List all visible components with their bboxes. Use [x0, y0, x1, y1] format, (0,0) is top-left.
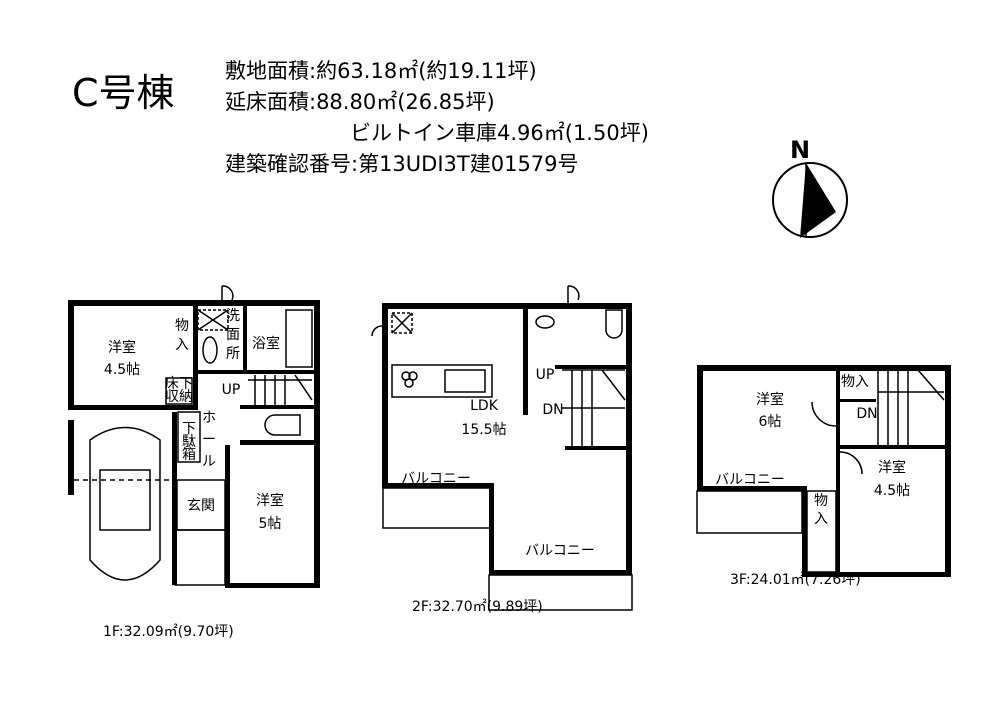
- header: C号棟 敷地面積:約63.18㎡(約19.11坪) 延床面積:88.80㎡(26…: [72, 59, 649, 176]
- closet-label: 入: [175, 337, 189, 353]
- building-title: C号棟: [72, 71, 175, 115]
- ldk-label: LDK: [470, 398, 499, 414]
- site-area: 敷地面積:約63.18㎡(約19.11坪): [225, 59, 537, 83]
- closet-label: 物入: [841, 374, 869, 390]
- room-label: 洋室: [878, 459, 906, 476]
- floor-1-plan: 洋室 4.5帖 物 入 洗 面 所 浴室 床下 収納 UP ホ ー ル 下 駄 …: [68, 285, 320, 640]
- washroom-label: 洗: [226, 308, 240, 324]
- room-size: 6帖: [759, 414, 782, 430]
- stairs-down-label: DN: [856, 406, 877, 422]
- room-label: 洋室: [756, 391, 784, 408]
- balcony-label: バルコニー: [401, 471, 471, 487]
- balcony-label: バルコニー: [715, 472, 785, 488]
- permit-number: 建築確認番号:第13UDI3T建01579号: [225, 152, 579, 176]
- hall-label: ル: [202, 454, 216, 470]
- stairs-down-label: DN: [542, 402, 563, 418]
- washroom-label: 所: [226, 346, 240, 362]
- hall-label: ー: [202, 432, 216, 448]
- bath-label: 浴室: [252, 335, 280, 352]
- floor-3-caption: 3F:24.01㎡(7.26坪): [730, 572, 861, 588]
- shoebox-label: 駄: [182, 434, 196, 450]
- floor-2-caption: 2F:32.70㎡(9.89坪): [412, 599, 543, 615]
- room-size: 4.5帖: [874, 483, 910, 499]
- stairs-up-label: UP: [222, 382, 241, 398]
- underfloor-storage-label: 収納: [165, 389, 193, 405]
- shoebox-label: 下: [182, 421, 196, 437]
- hall-label: ホ: [202, 410, 216, 426]
- compass-north-label: N: [790, 136, 810, 164]
- garage-area: ビルトイン車庫4.96㎡(1.50坪): [350, 121, 649, 145]
- room-label: 洋室: [256, 492, 284, 509]
- room-size: 5帖: [259, 516, 282, 532]
- balcony-label: バルコニー: [525, 543, 595, 559]
- closet-label: 入: [814, 511, 828, 527]
- shoebox-label: 箱: [182, 447, 196, 463]
- floor-1-caption: 1F:32.09㎡(9.70坪): [103, 624, 234, 640]
- floor-area: 延床面積:88.80㎡(26.85坪): [225, 90, 495, 114]
- north-compass-icon: N: [772, 136, 848, 238]
- closet-label: 物: [814, 493, 828, 509]
- closet-label: 物: [175, 318, 189, 334]
- room-label: 洋室: [108, 339, 136, 356]
- entrance-label: 玄関: [187, 497, 215, 514]
- underfloor-storage-label: 床下: [165, 376, 193, 392]
- ldk-size: 15.5帖: [461, 422, 506, 438]
- washroom-label: 面: [226, 327, 240, 343]
- floor-3-plan: 洋室 6帖 物入 DN 洋室 4.5帖 物 入 バルコニー 3F:24.01㎡(…: [696, 365, 951, 588]
- room-size: 4.5帖: [104, 362, 140, 378]
- floor-2-plan: LDK 15.5帖 UP DN バルコニー バルコニー 2F:32.70㎡(9.…: [371, 285, 633, 615]
- stairs-up-label: UP: [536, 367, 555, 383]
